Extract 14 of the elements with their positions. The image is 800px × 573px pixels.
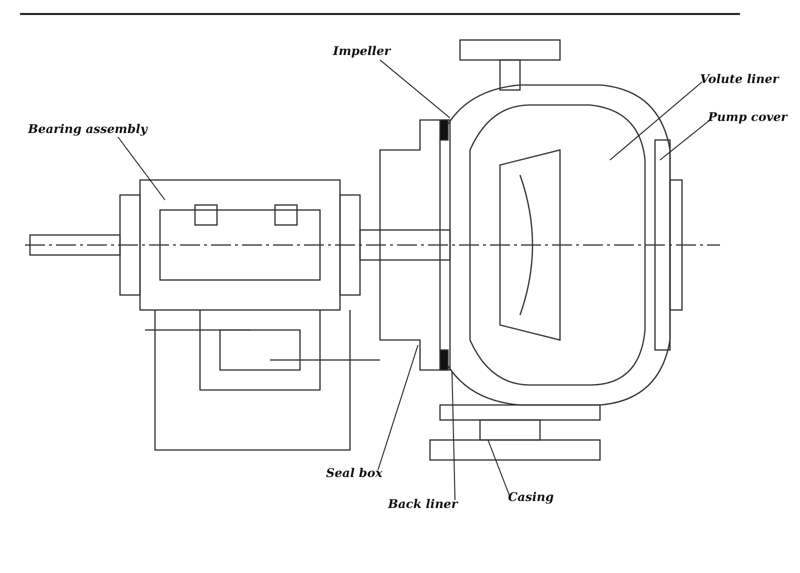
part-label: Casing [508,490,554,504]
leader-line [118,136,166,200]
leader-line [380,60,450,118]
leader-line [610,82,702,160]
leader-line [488,440,510,498]
leader-line [660,120,710,160]
part-label: Volute liner [700,72,779,86]
leader-line [452,372,456,500]
part-label: Back liner [388,497,458,511]
part-label: Bearing assembly [28,122,148,136]
leader-line [378,344,418,470]
part-label: Pump cover [708,110,788,124]
part-label: Seal box [326,466,382,480]
part-label: Impeller [333,44,390,58]
